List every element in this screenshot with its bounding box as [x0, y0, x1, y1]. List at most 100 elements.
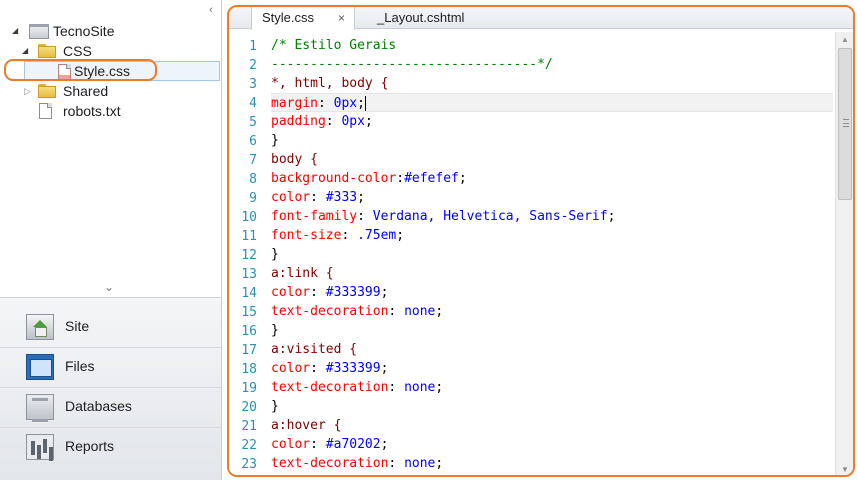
pane-splitter[interactable]: ⌄: [0, 278, 221, 298]
workspace-label: Files: [65, 358, 95, 374]
code-line[interactable]: text-decoration: none;: [271, 454, 833, 473]
expanded-arrow-icon[interactable]: ◢: [22, 46, 29, 55]
close-icon[interactable]: ×: [338, 11, 346, 25]
code-line[interactable]: }: [271, 321, 833, 340]
code-area[interactable]: /* Estilo Gerais ------------------------…: [271, 32, 833, 477]
code-line[interactable]: }: [271, 473, 833, 477]
vertical-scrollbar[interactable]: ▲ ▼: [835, 32, 853, 475]
code-line[interactable]: color: #333399;: [271, 283, 833, 302]
folder-icon: [38, 44, 56, 58]
workspace-databases-button[interactable]: Databases: [0, 388, 221, 428]
tree-item-tecnosite[interactable]: ◢ TecnoSite: [8, 21, 208, 41]
workspace-label: Reports: [65, 438, 115, 454]
code-token: :: [310, 361, 326, 376]
tree-item-label: CSS: [63, 43, 92, 59]
tab-label: _Layout.cshtml: [377, 10, 465, 25]
code-token: #efefef: [404, 171, 459, 186]
database-icon: [26, 394, 54, 422]
text-caret: [364, 96, 366, 111]
file-icon: [39, 103, 52, 119]
code-line[interactable]: color: #333399;: [271, 359, 833, 378]
code-token: }: [271, 133, 279, 148]
code-token: :: [325, 114, 342, 129]
workspace-reports-button[interactable]: Reports: [0, 428, 221, 468]
collapsed-arrow-icon[interactable]: ▷: [24, 86, 31, 96]
line-number: 15: [241, 305, 257, 320]
line-number: 13: [241, 267, 257, 282]
code-line[interactable]: text-decoration: none;: [271, 378, 833, 397]
code-line[interactable]: }: [271, 131, 833, 150]
code-line[interactable]: /* Estilo Gerais: [271, 36, 833, 55]
line-number: 24: [229, 474, 257, 475]
scroll-up-icon[interactable]: ▲: [841, 35, 849, 44]
tree-item-css-folder[interactable]: ◢ CSS: [8, 41, 208, 61]
code-token: }: [271, 475, 279, 477]
scrollbar-thumb[interactable]: [838, 48, 852, 200]
line-number: 14: [241, 286, 257, 301]
code-token: margin: [271, 96, 318, 111]
line-number: 22: [241, 438, 257, 453]
workspace-site-button[interactable]: Site: [0, 308, 221, 348]
tree-item-shared-folder[interactable]: ▷ Shared: [8, 81, 208, 101]
code-line[interactable]: a:link {: [271, 264, 833, 283]
code-token: none: [404, 456, 436, 471]
code-line[interactable]: }: [271, 245, 833, 264]
code-token: }: [271, 323, 279, 338]
tab-style-css[interactable]: Style.css ×: [251, 7, 355, 30]
code-line[interactable]: body {: [271, 150, 833, 169]
code-token: :: [310, 285, 326, 300]
folder-icon: [38, 84, 56, 98]
tab-layout-cshtml[interactable]: _Layout.cshtml: [367, 7, 477, 29]
code-line[interactable]: font-family: Verdana, Helvetica, Sans-Se…: [271, 207, 833, 226]
workspace-label: Databases: [65, 398, 132, 414]
code-line[interactable]: }: [271, 397, 833, 416]
code-line[interactable]: ----------------------------------*/: [271, 55, 833, 74]
workspace-files-button[interactable]: Files: [0, 348, 221, 388]
code-token: /* Estilo Gerais: [271, 38, 397, 53]
scroll-down-icon[interactable]: ▼: [841, 465, 849, 474]
tree-item-robots-txt[interactable]: robots.txt: [8, 101, 208, 121]
code-token: ;: [357, 96, 365, 111]
code-line[interactable]: a:visited {: [271, 340, 833, 359]
line-number: 20: [241, 400, 257, 415]
code-token: :: [388, 380, 405, 395]
code-token: none: [404, 380, 436, 395]
code-line[interactable]: background-color:#efefef;: [271, 169, 833, 188]
code-token: background-color: [271, 171, 397, 186]
code-line[interactable]: margin: 0px;: [271, 93, 833, 112]
code-token: font-family: [271, 209, 358, 224]
files-icon: [26, 354, 54, 380]
code-line[interactable]: *, html, body {: [271, 74, 833, 93]
code-line[interactable]: color: #333;: [271, 188, 833, 207]
site-icon: [26, 314, 54, 340]
code-token: a:visited {: [271, 342, 358, 357]
tree-item-label: TecnoSite: [53, 23, 115, 39]
code-token: 0px: [333, 96, 358, 111]
code-line[interactable]: text-decoration: none;: [271, 302, 833, 321]
code-token: ;: [435, 456, 444, 471]
tree-item-label: Style.css: [74, 63, 131, 79]
code-token: none: [404, 304, 436, 319]
code-token: #333399: [325, 361, 381, 376]
code-token: :: [357, 209, 373, 224]
code-line[interactable]: color: #a70202;: [271, 435, 833, 454]
code-token: }: [271, 247, 279, 262]
line-number: 4: [249, 96, 257, 111]
code-token: :: [341, 228, 358, 243]
collapse-pane-icon[interactable]: ‹: [209, 4, 213, 16]
reports-icon: [26, 434, 54, 460]
code-line[interactable]: padding: 0px;: [271, 112, 833, 131]
website-icon: [29, 24, 49, 39]
code-token: ----------------------------------*/: [271, 57, 553, 72]
expanded-arrow-icon[interactable]: ◢: [12, 26, 19, 35]
code-line[interactable]: a:hover {: [271, 416, 833, 435]
code-token: Verdana, Helvetica, Sans-Serif: [372, 209, 608, 224]
chevron-down-icon[interactable]: ⌄: [104, 280, 115, 294]
line-number: 9: [249, 191, 257, 206]
code-token: :: [388, 304, 405, 319]
line-number: 16: [241, 324, 257, 339]
code-line[interactable]: font-size: .75em;: [271, 226, 833, 245]
code-token: a:link {: [271, 266, 334, 281]
code-token: color: [271, 361, 311, 376]
code-token: padding: [271, 114, 326, 129]
